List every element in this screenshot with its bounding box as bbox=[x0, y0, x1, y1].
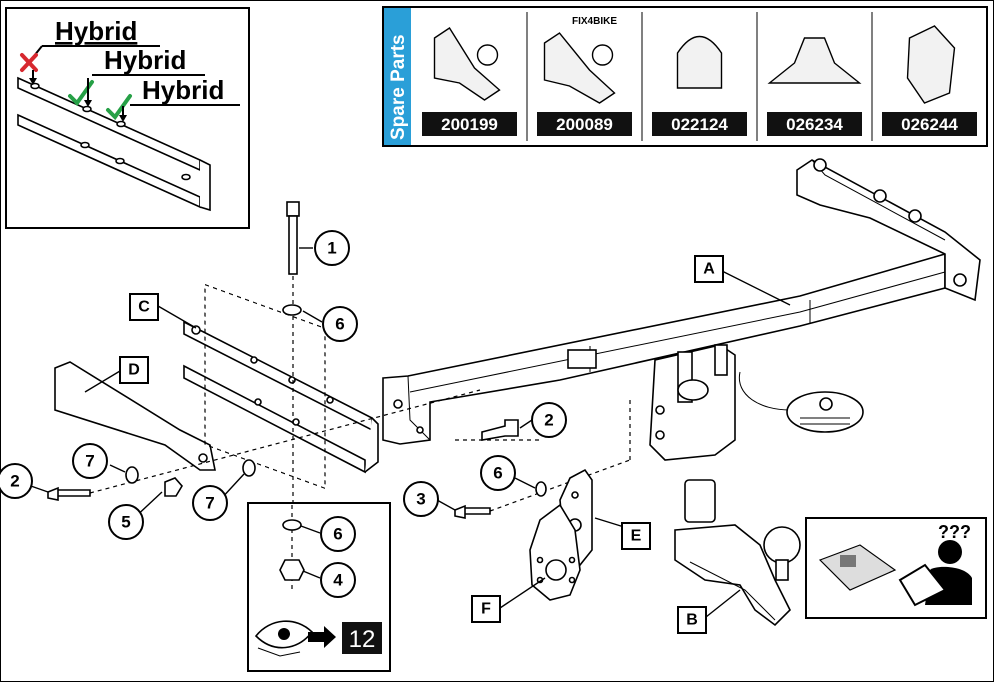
cross-mark-icon bbox=[20, 53, 38, 72]
callout-3: 3 bbox=[403, 481, 439, 517]
check-mark-icon bbox=[106, 94, 132, 121]
spare-part-image-icon bbox=[433, 27, 501, 101]
svg-text:6: 6 bbox=[493, 464, 502, 483]
spare-parts-panel: Spare Parts 200199 FIX4BIKE 200089 022124 02… bbox=[382, 6, 988, 147]
svg-text:2: 2 bbox=[10, 472, 19, 491]
callout-7-left: 7 bbox=[72, 443, 108, 479]
washer-7b bbox=[242, 459, 256, 477]
socket-plate-f bbox=[529, 503, 581, 601]
spare-part-tile: 026244 bbox=[871, 12, 977, 141]
spare-part-code: 026244 bbox=[901, 115, 958, 134]
towbar-crossmember bbox=[382, 158, 981, 461]
washer-6-top bbox=[282, 304, 302, 316]
callout-2-left: 2 bbox=[0, 463, 33, 499]
bolt-2-right bbox=[481, 419, 519, 441]
spare-part-code: 200199 bbox=[441, 115, 498, 134]
label-d: D bbox=[119, 356, 149, 384]
ball-neck-b bbox=[674, 479, 801, 627]
callout-7-right: 7 bbox=[192, 485, 228, 521]
bolt-1 bbox=[286, 201, 300, 275]
spare-part-tile: 026234 bbox=[756, 12, 862, 141]
spare-part-tile: FIX4BIKE 200089 bbox=[526, 12, 632, 141]
svg-text:B: B bbox=[686, 612, 698, 629]
bracket-c bbox=[183, 320, 379, 474]
label-b: B bbox=[677, 606, 707, 634]
hybrid-label-2: Hybrid bbox=[104, 45, 186, 75]
spare-part-code: 022124 bbox=[671, 115, 728, 134]
spare-part-image-icon bbox=[767, 37, 862, 84]
detail-inset: 12 bbox=[247, 502, 391, 672]
bolt-2-left bbox=[47, 486, 91, 501]
callout-1: 1 bbox=[314, 230, 350, 266]
callout-6-mid: 6 bbox=[480, 455, 516, 491]
label-e: E bbox=[621, 522, 651, 550]
callout-5: 5 bbox=[108, 504, 144, 540]
hybrid-label-1: Hybrid bbox=[55, 16, 137, 46]
washer-7a bbox=[125, 466, 139, 484]
svg-text:7: 7 bbox=[205, 494, 214, 513]
spare-part-image-icon bbox=[906, 25, 956, 104]
read-instructions-inset: ??? bbox=[805, 517, 987, 619]
spare-part-code: 200089 bbox=[556, 115, 613, 134]
svg-text:3: 3 bbox=[416, 490, 425, 509]
spare-parts-title-bar bbox=[384, 8, 411, 145]
spare-part-image-icon bbox=[543, 32, 616, 104]
svg-text:6: 6 bbox=[335, 315, 344, 334]
svg-text:5: 5 bbox=[121, 513, 130, 532]
label-f: F bbox=[471, 595, 501, 623]
eye-icon bbox=[254, 620, 314, 657]
washer-6-mid bbox=[535, 481, 547, 497]
arrow-right-icon bbox=[308, 626, 336, 648]
label-c: C bbox=[129, 293, 159, 321]
nut-5 bbox=[164, 477, 183, 497]
svg-text:E: E bbox=[631, 528, 642, 545]
question-marks-icon: ??? bbox=[938, 522, 971, 542]
callout-4: 4 bbox=[320, 562, 356, 598]
label-a: A bbox=[694, 255, 724, 283]
svg-text:F: F bbox=[481, 601, 491, 618]
manual-booklet-icon bbox=[818, 544, 897, 591]
spare-part-tile: 200199 bbox=[422, 27, 517, 136]
svg-text:2: 2 bbox=[544, 411, 553, 430]
hybrid-inset: Hybrid Hybrid Hybrid bbox=[5, 7, 250, 229]
callout-2-right: 2 bbox=[531, 402, 567, 438]
washer-6-inset bbox=[282, 519, 302, 531]
torque-reference-page: 12 bbox=[349, 626, 376, 653]
nut-4 bbox=[279, 559, 305, 581]
svg-text:6: 6 bbox=[333, 525, 342, 544]
reading-person-icon bbox=[898, 540, 972, 607]
spare-part-image-icon bbox=[676, 36, 723, 89]
spare-part-caption: FIX4BIKE bbox=[572, 16, 617, 27]
svg-text:1: 1 bbox=[327, 239, 336, 258]
svg-text:7: 7 bbox=[85, 452, 94, 471]
hybrid-label-3: Hybrid bbox=[142, 75, 224, 105]
bracket-d bbox=[54, 361, 216, 471]
spare-part-code: 026234 bbox=[786, 115, 843, 134]
spare-parts-title: Spare Parts bbox=[388, 34, 409, 140]
svg-text:D: D bbox=[128, 362, 140, 379]
svg-text:A: A bbox=[703, 261, 715, 278]
bolt-3 bbox=[454, 504, 491, 519]
callout-6-top: 6 bbox=[322, 306, 358, 342]
svg-text:C: C bbox=[138, 299, 150, 316]
svg-text:4: 4 bbox=[333, 571, 343, 590]
callout-6-inset: 6 bbox=[320, 516, 356, 552]
spare-part-tile: 022124 bbox=[641, 12, 747, 141]
type-plate-icon bbox=[738, 371, 864, 433]
